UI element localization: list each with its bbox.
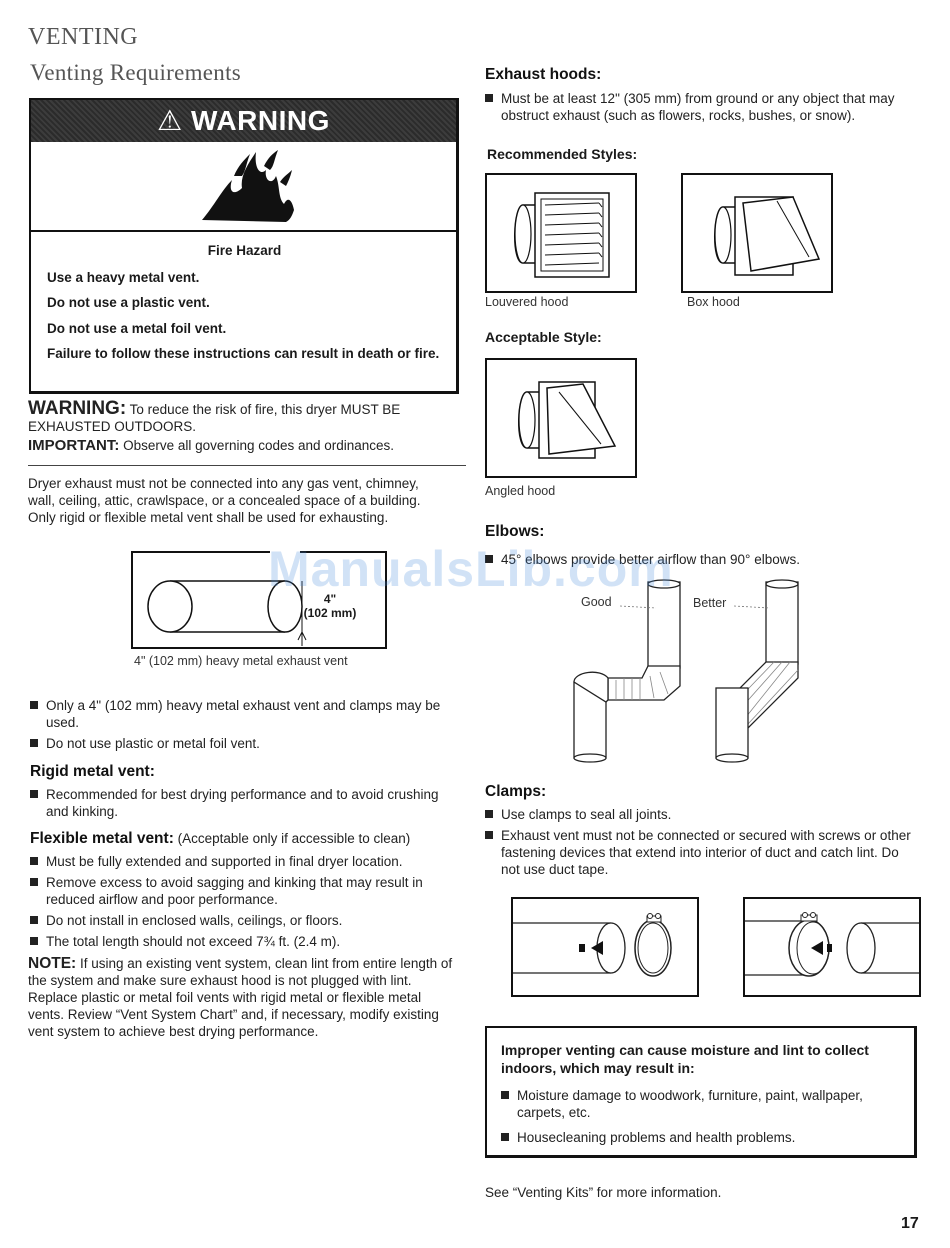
- box-hood-figure: [681, 173, 833, 293]
- clamps-bullet-list: Use clamps to seal all joints. Exhaust v…: [485, 806, 915, 882]
- subsection-title: Venting Requirements: [30, 60, 242, 85]
- improper-venting-box: Improper venting can cause moisture and …: [485, 1026, 917, 1158]
- louvered-hood-figure: [485, 173, 637, 293]
- important-text: Observe all governing codes and ordinanc…: [119, 438, 395, 453]
- warning-note-text: To reduce the risk of fire, this dryer M…: [28, 402, 401, 434]
- exhaust-hoods-title: Exhaust hoods:: [485, 66, 602, 83]
- flexible-bullet-list: Must be fully extended and supported in …: [30, 853, 460, 954]
- vent-bullet-2: Do not use plastic or metal foil vent.: [30, 735, 464, 752]
- watermark: ManualsLib.com: [268, 541, 674, 597]
- warning-banner: ⚠ WARNING: [31, 100, 456, 142]
- note-text: If using an existing vent system, clean …: [28, 956, 453, 1039]
- warning-triangle-icon: ⚠: [157, 105, 183, 136]
- warning-line-2: Do not use a plastic vent.: [47, 295, 210, 310]
- vent-caption: 4" (102 mm) heavy metal exhaust vent: [134, 654, 348, 668]
- flexible-vent-heading: Flexible metal vent: (Acceptable only if…: [30, 830, 470, 848]
- note-label: NOTE:: [28, 955, 77, 972]
- clamp-figure-2: [743, 897, 921, 997]
- elbows-bullet-1: 45° elbows provide better airflow than 9…: [485, 551, 915, 568]
- section-title: VENTING: [28, 24, 139, 50]
- note-paragraph: NOTE: If using an existing vent system, …: [28, 955, 456, 1040]
- flexible-bullet-4: The total length should not exceed 7¾ ft…: [30, 933, 460, 950]
- page-number: 17: [901, 1215, 919, 1232]
- louvered-hood-caption: Louvered hood: [485, 295, 569, 309]
- flexible-vent-subtitle: (Acceptable only if accessible to clean): [173, 831, 411, 846]
- recommended-styles-title: Recommended Styles:: [487, 146, 638, 162]
- improper-venting-heading: Improper venting can cause moisture and …: [501, 1042, 869, 1076]
- elbows-bullet-list: 45° elbows provide better airflow than 9…: [485, 551, 915, 572]
- elbows-diagram: [573, 579, 799, 763]
- warning-line-1: Use a heavy metal vent.: [47, 269, 200, 285]
- improper-venting-bullet-1: Moisture damage to woodwork, furniture, …: [501, 1087, 902, 1121]
- warning-line-3: Do not use a metal foil vent.: [47, 320, 227, 336]
- elbow-better-label: Better: [693, 596, 727, 610]
- warning-body: Fire Hazard Use a heavy metal vent. Do n…: [47, 242, 442, 371]
- fire-icon: [202, 150, 294, 222]
- intro-paragraph: Dryer exhaust must not be connected into…: [28, 476, 421, 525]
- improper-venting-bullet-2: Housecleaning problems and health proble…: [501, 1129, 902, 1146]
- vent-dimension-mm: (102 mm): [303, 606, 357, 620]
- hazard-title: Fire Hazard: [207, 243, 282, 258]
- vent-dimension-inches: 4": [323, 592, 337, 606]
- clamp-figure-1: [511, 897, 699, 997]
- fire-icon-area: [31, 142, 456, 232]
- vent-bullet-list: Only a 4" (102 mm) heavy metal exhaust v…: [30, 697, 464, 756]
- clamps-bullet-2: Exhaust vent must not be connected or se…: [485, 827, 915, 878]
- warning-banner-label: WARNING: [191, 105, 330, 136]
- vent-bullet-1: Only a 4" (102 mm) heavy metal exhaust v…: [30, 697, 464, 731]
- warning-note-label: WARNING:: [28, 398, 127, 419]
- flexible-bullet-1: Must be fully extended and supported in …: [30, 853, 460, 870]
- fire-hazard-warning-box: ⚠ WARNING Fire Hazard Use a heavy metal …: [29, 98, 459, 394]
- acceptable-style-title: Acceptable Style:: [485, 329, 602, 345]
- exhaust-bullet-1: Must be at least 12" (305 mm) from groun…: [485, 90, 915, 124]
- vent-dimension: 4" (102 mm): [300, 592, 360, 620]
- flexible-bullet-2: Remove excess to avoid sagging and kinki…: [30, 874, 460, 908]
- angled-hood-figure: [485, 358, 637, 478]
- divider: [28, 465, 466, 466]
- flexible-bullet-3: Do not install in enclosed walls, ceilin…: [30, 912, 460, 929]
- box-hood-caption: Box hood: [687, 295, 740, 309]
- vent-diagram: [131, 548, 387, 649]
- angled-hood-caption: Angled hood: [485, 484, 556, 498]
- rigid-vent-title: Rigid metal vent:: [30, 763, 155, 780]
- clamps-bullet-1: Use clamps to seal all joints.: [485, 806, 915, 823]
- elbows-title: Elbows:: [485, 523, 545, 540]
- warning-note: WARNING: To reduce the risk of fire, thi…: [28, 398, 468, 454]
- rigid-bullet-1: Recommended for best drying performance …: [30, 786, 450, 820]
- important-label: IMPORTANT:: [28, 437, 120, 454]
- venting-kits-note: See “Venting Kits” for more information.: [485, 1185, 722, 1200]
- warning-line-4: Failure to follow these instructions can…: [47, 346, 440, 361]
- exhaust-bullet-list: Must be at least 12" (305 mm) from groun…: [485, 90, 915, 128]
- clamps-title: Clamps:: [485, 783, 547, 800]
- flexible-vent-title: Flexible metal vent:: [30, 830, 174, 847]
- rigid-bullet-list: Recommended for best drying performance …: [30, 786, 450, 824]
- elbow-good-label: Good: [581, 595, 612, 609]
